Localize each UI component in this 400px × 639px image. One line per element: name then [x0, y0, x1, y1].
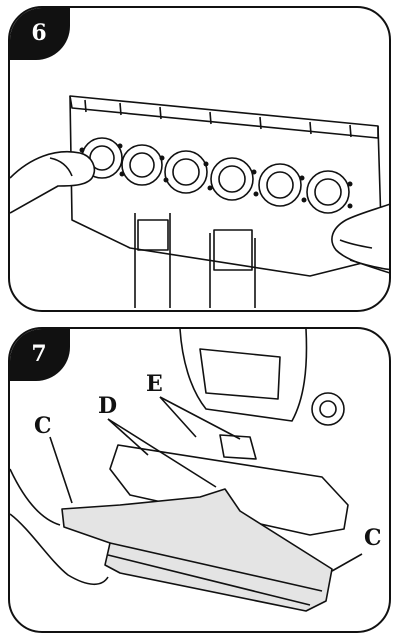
- label-d: D: [98, 393, 118, 419]
- step-number-badge: 6: [10, 8, 70, 60]
- nozzle-assembly-illustration: [10, 329, 363, 612]
- step-6-panel: 6: [8, 6, 391, 312]
- label-e: E: [146, 371, 163, 397]
- label-c-left: C: [34, 413, 52, 439]
- label-c-right: C: [364, 525, 382, 551]
- step-7-panel: 7 C D E C: [8, 327, 391, 633]
- brush-roll-cover-illustration: [10, 95, 389, 308]
